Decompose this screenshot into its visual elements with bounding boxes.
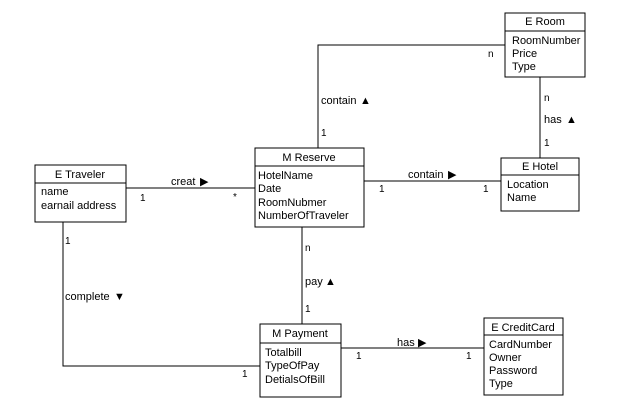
mult-traveler-payment-end: 1 <box>242 369 248 380</box>
entity-room-attr: Price <box>512 48 537 60</box>
relation-arrow-reserve-hotel: ▶ <box>448 169 457 181</box>
relation-label-reserve-room: contain <box>321 95 356 107</box>
entity-room-attr: RoomNumber <box>512 35 581 47</box>
relation-arrow-traveler-reserve: ▶ <box>200 176 209 188</box>
entity-payment[interactable]: M Payment Totalbill TypeOfPay DetialsOfB… <box>259 323 342 398</box>
relation-arrow-payment-creditcard: ▶ <box>418 337 427 349</box>
entity-creditcard-title: E CreditCard <box>491 322 555 334</box>
mult-payment-creditcard-end: 1 <box>466 351 472 362</box>
connector-traveler-payment <box>62 222 260 367</box>
entity-traveler-attr: name <box>41 186 69 198</box>
entity-reserve-title: M Reserve <box>282 152 335 164</box>
entity-room[interactable]: E Room RoomNumber Price Type <box>504 12 586 78</box>
mult-reserve-hotel-start: 1 <box>379 184 385 195</box>
mult-reserve-room-end: n <box>488 49 494 60</box>
entity-reserve-attr: Date <box>258 183 281 195</box>
entity-payment-attr: TypeOfPay <box>265 360 320 372</box>
entity-creditcard-attr: Owner <box>489 352 522 364</box>
entity-creditcard-attr: CardNumber <box>489 339 552 351</box>
mult-reserve-room-start: 1 <box>321 128 327 139</box>
mult-traveler-reserve-end: * <box>233 192 237 203</box>
entity-room-attr: Type <box>512 61 536 73</box>
entity-reserve-attr: HotelName <box>258 170 313 182</box>
entity-creditcard-attr: Type <box>489 378 513 390</box>
entity-payment-attr: Totalbill <box>265 347 302 359</box>
relation-arrow-room-hotel: ▲ <box>566 114 577 126</box>
entity-hotel-title: E Hotel <box>522 161 558 173</box>
mult-room-hotel-start: n <box>544 93 550 104</box>
entity-reserve-attr: RoomNubmer <box>258 197 327 209</box>
relation-arrow-traveler-payment: ▼ <box>114 291 125 303</box>
entity-payment-attr: DetialsOfBill <box>265 374 325 386</box>
relation-label-reserve-hotel: contain <box>408 169 443 181</box>
relation-label-reserve-payment: pay <box>305 276 323 288</box>
relation-arrow-reserve-payment: ▲ <box>325 276 336 288</box>
entity-reserve-attr: NumberOfTraveler <box>258 210 349 222</box>
entity-creditcard-attr: Password <box>489 365 537 377</box>
mult-room-hotel-end: 1 <box>544 138 550 149</box>
entity-room-title: E Room <box>525 16 565 28</box>
mult-traveler-payment-start: 1 <box>65 236 71 247</box>
entity-creditcard[interactable]: E CreditCard CardNumber Owner Password T… <box>483 317 564 396</box>
entity-traveler-attr: earnail address <box>41 200 117 212</box>
mult-reserve-payment-start: n <box>305 243 311 254</box>
relation-label-traveler-reserve: creat <box>171 176 195 188</box>
entity-hotel-attr: Name <box>507 192 536 204</box>
relation-label-payment-creditcard: has <box>397 337 415 349</box>
relation-label-room-hotel: has <box>544 114 562 126</box>
entity-traveler-title: E Traveler <box>55 169 105 181</box>
mult-payment-creditcard-start: 1 <box>356 351 362 362</box>
entity-hotel-attr: Location <box>507 179 549 191</box>
entity-payment-title: M Payment <box>272 328 328 340</box>
entity-hotel[interactable]: E Hotel Location Name <box>500 157 580 212</box>
entity-reserve[interactable]: M Reserve HotelName Date RoomNubmer Numb… <box>254 147 365 228</box>
connector-reserve-room <box>317 44 505 148</box>
relation-label-traveler-payment: complete <box>65 291 110 303</box>
mult-reserve-payment-end: 1 <box>305 304 311 315</box>
mult-reserve-hotel-end: 1 <box>483 184 489 195</box>
mult-traveler-reserve-start: 1 <box>140 193 146 204</box>
relation-arrow-reserve-room: ▲ <box>360 95 371 107</box>
entity-traveler[interactable]: E Traveler name earnail address <box>34 164 127 223</box>
